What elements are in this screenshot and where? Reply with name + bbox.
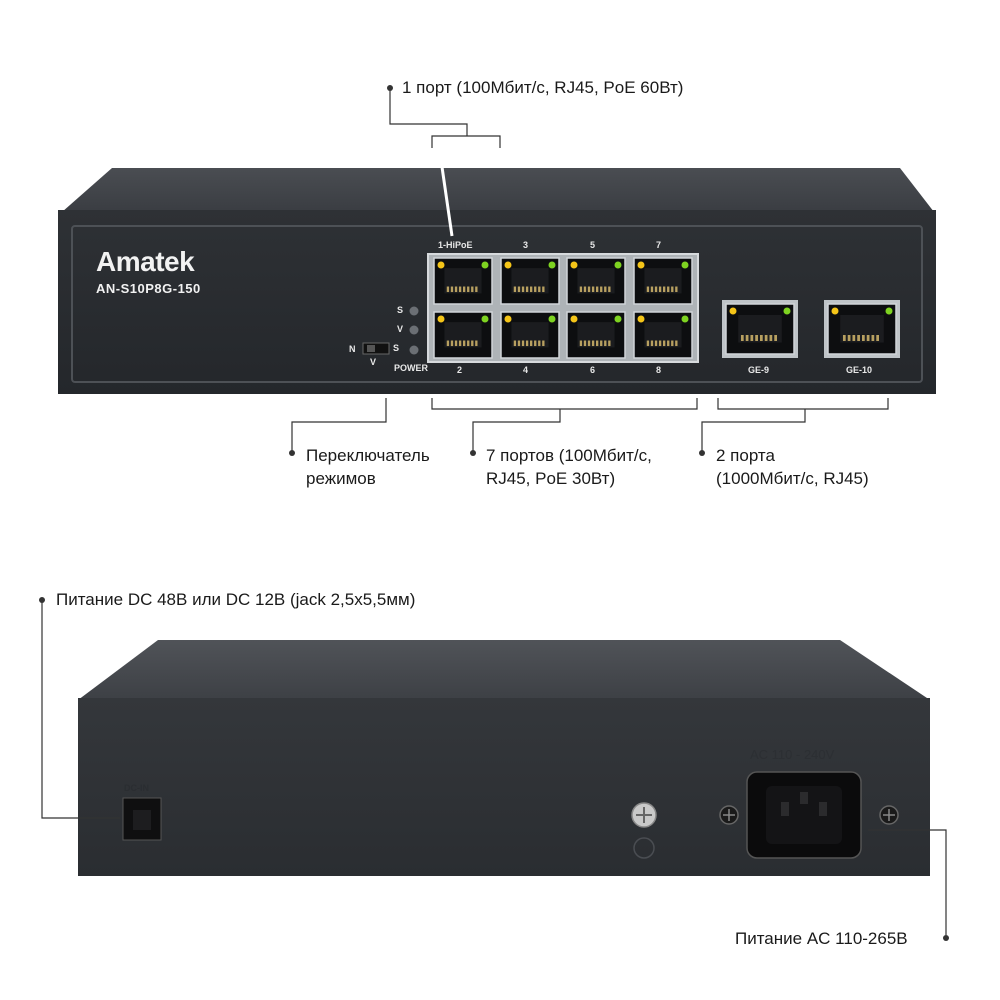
model-label: AN-S10P8G-150: [96, 281, 201, 296]
switch-label-v: V: [370, 357, 377, 367]
rj45-port-top-2: [566, 257, 626, 305]
callout-ac-power: Питание AC 110-265В: [735, 929, 908, 948]
rj45-port-bottom-1: [500, 311, 560, 359]
callout-ports7-line2: RJ45, PoE 30Вт): [486, 469, 616, 488]
led-v: [409, 325, 419, 335]
port-label-5: 5: [590, 240, 596, 250]
uplink-ports: [722, 300, 900, 358]
rj45-port-top-3: [633, 257, 693, 305]
callout-mode-switch-line2: режимов: [306, 469, 376, 488]
switch-label-n: N: [349, 344, 356, 354]
dc-in-label: DC-IN: [124, 783, 149, 793]
uplink-port-10: [827, 303, 897, 355]
uplink-label-ge9: GE-9: [748, 365, 770, 375]
callout-dot: [943, 935, 949, 941]
callout-dot: [39, 597, 45, 603]
callout-ports2-line2: (1000Мбит/с, RJ45): [716, 469, 869, 488]
uplink-port-9: [725, 303, 795, 355]
ac-rating-label: AC 110 - 240V: [750, 747, 835, 762]
poe-port-grid: [433, 257, 693, 359]
power-label: POWER: [394, 363, 429, 373]
callout-ports2-line1: 2 порта: [716, 446, 775, 465]
callout-mode-switch-line1: Переключатель: [306, 446, 430, 465]
rj45-port-top-0: [433, 257, 493, 305]
uplink-label-ge10: GE-10: [846, 365, 873, 375]
port-label-6: 6: [590, 365, 596, 375]
port-label-7: 7: [656, 240, 662, 250]
mode-switch[interactable]: [362, 342, 390, 355]
port-label-3: 3: [523, 240, 529, 250]
callout-dot: [289, 450, 295, 456]
port-label-2: 2: [457, 365, 463, 375]
callout-ports7-line1: 7 портов (100Мбит/с,: [486, 446, 652, 465]
led-s: [409, 306, 419, 316]
callout-dot: [699, 450, 705, 456]
port-label-8: 8: [656, 365, 662, 375]
callout-dot: [387, 85, 393, 91]
rj45-port-bottom-2: [566, 311, 626, 359]
rj45-port-bottom-0: [433, 311, 493, 359]
callout-port1: 1 порт (100Мбит/с, RJ45, PoE 60Вт): [402, 78, 684, 97]
port-label-4: 4: [523, 365, 529, 375]
indicator-label-v: V: [397, 324, 404, 334]
callout-dot: [470, 450, 476, 456]
brand-logo: Amatek: [96, 246, 195, 277]
indicator-label-s: S: [397, 305, 404, 315]
indicator-label-s2: S: [393, 343, 400, 353]
rj45-port-bottom-3: [633, 311, 693, 359]
led-power: [409, 345, 419, 355]
rj45-port-top-1: [500, 257, 560, 305]
callout-dc-power: Питание DC 48В или DC 12В (jack 2,5x5,5м…: [56, 590, 416, 609]
port-label-1: 1-HiPoE: [438, 240, 473, 250]
